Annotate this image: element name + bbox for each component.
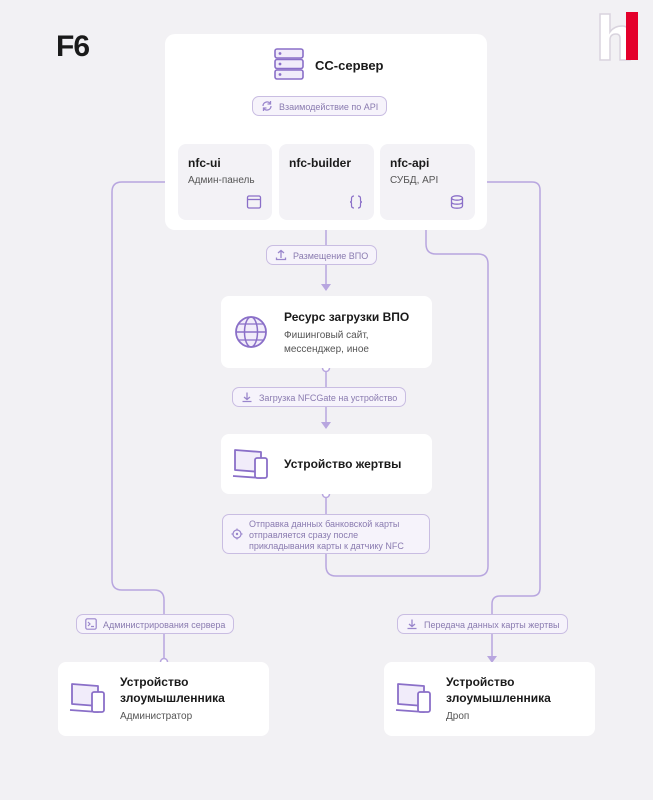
download-icon — [242, 392, 252, 403]
terminal-icon — [85, 618, 97, 630]
resource-title: Ресурс загрузки ВПО — [284, 310, 410, 324]
malware-placement-pill: Размещение ВПО — [266, 245, 378, 265]
module-name: nfc-builder — [289, 156, 351, 170]
card-data-transfer-pill: Передача данных карты жертвы — [397, 614, 569, 634]
browser-window-icon — [246, 195, 262, 209]
malware-placement-label: Размещение ВПО — [293, 251, 369, 261]
database-icon — [450, 195, 464, 209]
computer-icon — [232, 449, 268, 479]
attacker-admin-card: Устройство злоумышленника Администратор — [58, 662, 269, 736]
module-name: nfc-api — [390, 156, 430, 170]
module-nfc-builder: nfc-builder — [279, 144, 374, 220]
download-icon — [407, 619, 417, 630]
module-nfc-api: nfc-api СУБД, API — [380, 144, 475, 220]
module-desc: Админ-панель — [188, 175, 255, 186]
victim-device-card: Устройство жертвы — [221, 434, 432, 494]
attacker-admin-role: Администратор — [120, 711, 193, 722]
api-interaction-pill: Взаимодействие по API — [252, 96, 388, 116]
module-name: nfc-ui — [188, 156, 221, 170]
attacker-drop-title: Устройство злоумышленника — [446, 675, 551, 705]
code-braces-icon — [349, 195, 363, 209]
target-crosshair-icon — [231, 528, 243, 540]
computer-icon — [69, 683, 105, 713]
victim-device-title: Устройство жертвы — [284, 457, 402, 471]
brand-logo-text: F6 — [56, 30, 90, 63]
globe-icon — [235, 316, 267, 348]
attacker-drop-card: Устройство злоумышленника Дроп — [384, 662, 595, 736]
nfcgate-download-pill: Загрузка NFCGate на устройство — [232, 387, 407, 407]
card-data-send-label: Отправка данных банковской карты отправл… — [249, 519, 404, 551]
card-data-send-pill: Отправка данных банковской карты отправл… — [222, 514, 430, 554]
brand-logo-icon — [599, 12, 638, 61]
computer-icon — [395, 683, 431, 713]
malware-resource-card: Ресурс загрузки ВПО Фишинговый сайт, мес… — [221, 296, 432, 368]
server-admin-pill: Администрирования сервера — [76, 614, 235, 634]
nfcgate-download-label: Загрузка NFCGate на устройство — [259, 393, 398, 403]
sync-arrows-icon — [262, 101, 272, 111]
attacker-drop-role: Дроп — [446, 711, 470, 722]
server-rack-icon — [274, 48, 304, 80]
upload-icon — [275, 249, 287, 261]
module-desc: СУБД, API — [390, 175, 439, 186]
cc-server-title: CC-сервер — [315, 58, 384, 73]
api-interaction-label: Взаимодействие по API — [279, 102, 379, 112]
server-admin-label: Администрирования сервера — [103, 620, 226, 630]
module-nfc-ui: nfc-ui Админ-панель — [178, 144, 272, 220]
attacker-admin-title: Устройство злоумышленника — [120, 675, 225, 705]
card-data-transfer-label: Передача данных карты жертвы — [424, 620, 560, 630]
resource-desc: Фишинговый сайт, мессенджер, иное — [284, 330, 369, 355]
